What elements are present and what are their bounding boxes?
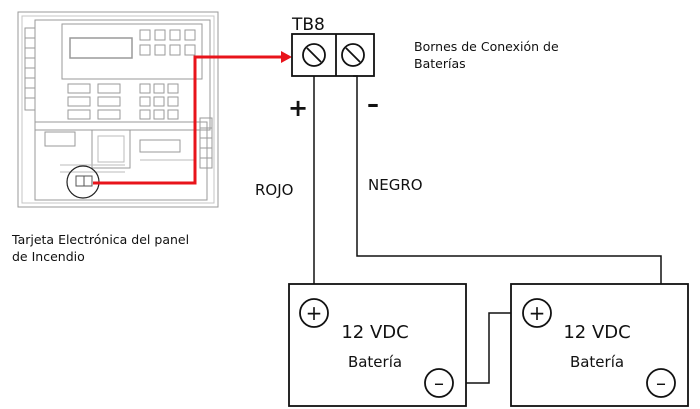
red-wire-label: ROJO — [255, 181, 293, 199]
panel-caption-line1: Tarjeta Electrónica del panel — [11, 232, 189, 247]
negative-sign: – — [367, 90, 379, 118]
series-link-wire — [453, 312, 521, 384]
battery-1-label: Batería — [348, 353, 402, 371]
battery-1: + – 12 VDC Batería — [288, 283, 467, 407]
red-link-line — [93, 51, 292, 185]
battery-2-positive-symbol: + — [529, 301, 546, 325]
battery-1-negative-symbol: – — [434, 371, 444, 395]
black-wire-label: NEGRO — [368, 176, 423, 194]
terminal-block — [291, 33, 375, 77]
negative-screw-icon — [341, 43, 365, 67]
battery-1-negative-terminal-icon — [424, 368, 454, 398]
terminal-caption-line1: Bornes de Conexión de — [414, 39, 559, 54]
positive-screw-icon — [302, 43, 326, 67]
battery-2-label: Batería — [570, 353, 624, 371]
terminal-caption-line2: Baterías — [414, 56, 466, 71]
battery-1-positive-symbol: + — [306, 301, 323, 325]
battery-2: + – 12 VDC Batería — [510, 283, 689, 407]
terminal-block-label: TB8 — [291, 15, 325, 35]
battery-1-voltage: 12 VDC — [341, 322, 408, 343]
battery-2-negative-symbol: – — [656, 371, 666, 395]
battery-2-voltage: 12 VDC — [563, 322, 630, 343]
panel-caption-line2: de Incendio — [12, 249, 85, 264]
battery-2-negative-terminal-icon — [646, 368, 676, 398]
positive-sign: + — [288, 94, 308, 122]
panel-board-illustration — [17, 11, 219, 208]
battery-1-positive-terminal-icon — [299, 298, 329, 328]
battery-2-positive-terminal-icon — [522, 298, 552, 328]
